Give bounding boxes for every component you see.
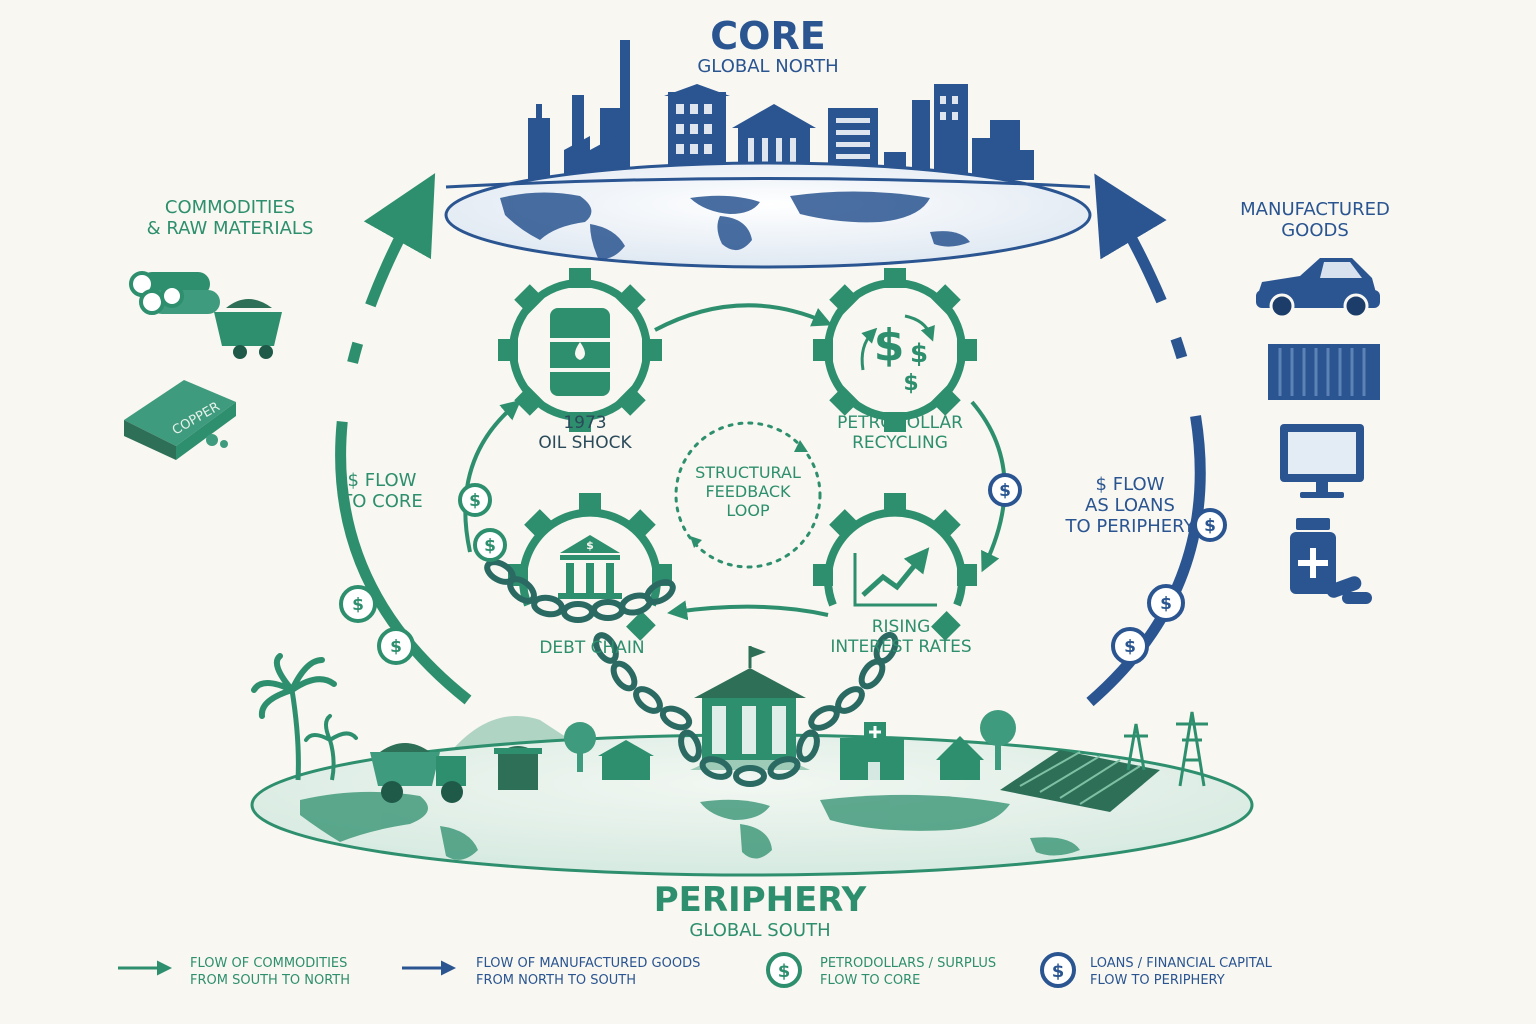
- oil-shock-label: 1973 OIL SHOCK: [538, 413, 632, 454]
- svg-text:$: $: [903, 371, 918, 396]
- debt-chain-label: DEBT CHAIN: [539, 638, 645, 658]
- core-window-lights: [676, 96, 958, 174]
- legend-blue-dollar-coin-icon: $: [1040, 952, 1076, 988]
- power-tower-icon: [1124, 711, 1208, 787]
- core-subtitle: GLOBAL NORTH: [697, 56, 839, 77]
- svg-text:$: $: [874, 320, 905, 371]
- copper-ingot-icon: COPPER: [124, 380, 236, 460]
- svg-text:$: $: [1052, 961, 1065, 982]
- periphery-title: PERIPHERY: [653, 880, 867, 920]
- timber-logs-icon: [129, 271, 220, 315]
- petrodollar-label: PETRODOLLAR RECYCLING: [837, 413, 963, 454]
- feedback-loop-label: STRUCTURAL FEEDBACK LOOP: [695, 463, 801, 520]
- svg-text:$: $: [1204, 516, 1216, 536]
- commodities-flow-arrow: [335, 173, 472, 705]
- mine-entrance-icon: [494, 746, 542, 790]
- periphery-landscape: [250, 646, 1254, 877]
- shipping-container-icon: [1268, 344, 1380, 400]
- oil-shock-gear-icon: [498, 268, 662, 432]
- commodities-label: COMMODITIES & RAW MATERIALS: [146, 197, 314, 240]
- hospital-icon: [840, 722, 904, 780]
- palm-tree-icon: [251, 653, 358, 781]
- manufactured-goods-flow-arrow: [1086, 173, 1206, 707]
- flow-as-loans-label: $ FLOW AS LOANS TO PERIPHERY: [1065, 474, 1195, 538]
- core-title: CORE: [710, 14, 826, 58]
- svg-text:$: $: [352, 595, 364, 615]
- legend-commodities-text: FLOW OF COMMODITIES FROM SOUTH TO NORTH: [190, 956, 351, 989]
- legend-manufactured-text: FLOW OF MANUFACTURED GOODS FROM NORTH TO…: [476, 956, 701, 989]
- legend-green-dollar-coin-icon: $: [766, 952, 802, 988]
- bank-icon: [558, 535, 622, 599]
- tree-icon: [564, 710, 1016, 772]
- svg-text:$: $: [999, 481, 1011, 501]
- manufactured-goods-label: MANUFACTURED GOODS: [1240, 199, 1390, 242]
- debt-chain-icon: [484, 559, 899, 787]
- svg-text:$: $: [778, 961, 791, 982]
- car-icon: [1256, 258, 1380, 319]
- medicine-bottle-icon: [1290, 518, 1372, 604]
- flow-to-core-label: $ FLOW TO CORE: [341, 470, 423, 513]
- svg-text:$: $: [469, 491, 481, 511]
- core-globe: [444, 40, 1092, 269]
- cycle-arrow-rates-to-debt: [667, 600, 829, 621]
- periphery-subtitle: GLOBAL SOUTH: [689, 920, 831, 941]
- svg-text:$: $: [1160, 594, 1172, 614]
- dump-truck-icon: [370, 743, 466, 803]
- crop-field-icon: [1000, 750, 1160, 812]
- house-icon: [598, 736, 984, 780]
- central-bank-icon: [690, 646, 810, 770]
- periphery-world-map: [300, 791, 1080, 860]
- green-dollar-coin-icon: $ $ $ $: [339, 483, 507, 665]
- svg-text:$: $: [484, 536, 496, 556]
- svg-text:$: $: [586, 539, 594, 552]
- cycle-arrow-debt-to-oil: [463, 399, 522, 553]
- cycle-arrow-oil-to-petro: [654, 303, 833, 332]
- legend: $ $: [118, 952, 1076, 988]
- blue-dollar-coin-icon: $ $ $ $: [988, 473, 1227, 665]
- feedback-loop-ring: [674, 421, 822, 569]
- interest-rates-gear-icon: [813, 493, 977, 641]
- core-world-map: [500, 191, 970, 259]
- legend-petrodollars-text: PETRODOLLARS / SURPLUS FLOW TO CORE: [820, 956, 997, 989]
- ore-cart-icon: [214, 299, 282, 359]
- svg-text:$: $: [910, 339, 928, 369]
- petrodollar-gear-icon: $ $ $: [813, 268, 977, 432]
- legend-loans-text: LOANS / FINANCIAL CAPITAL FLOW TO PERIPH…: [1090, 956, 1272, 989]
- svg-text:$: $: [1124, 637, 1136, 657]
- interest-rates-label: RISING INTEREST RATES: [830, 617, 972, 658]
- computer-monitor-icon: [1280, 424, 1364, 498]
- svg-text:$: $: [390, 637, 402, 657]
